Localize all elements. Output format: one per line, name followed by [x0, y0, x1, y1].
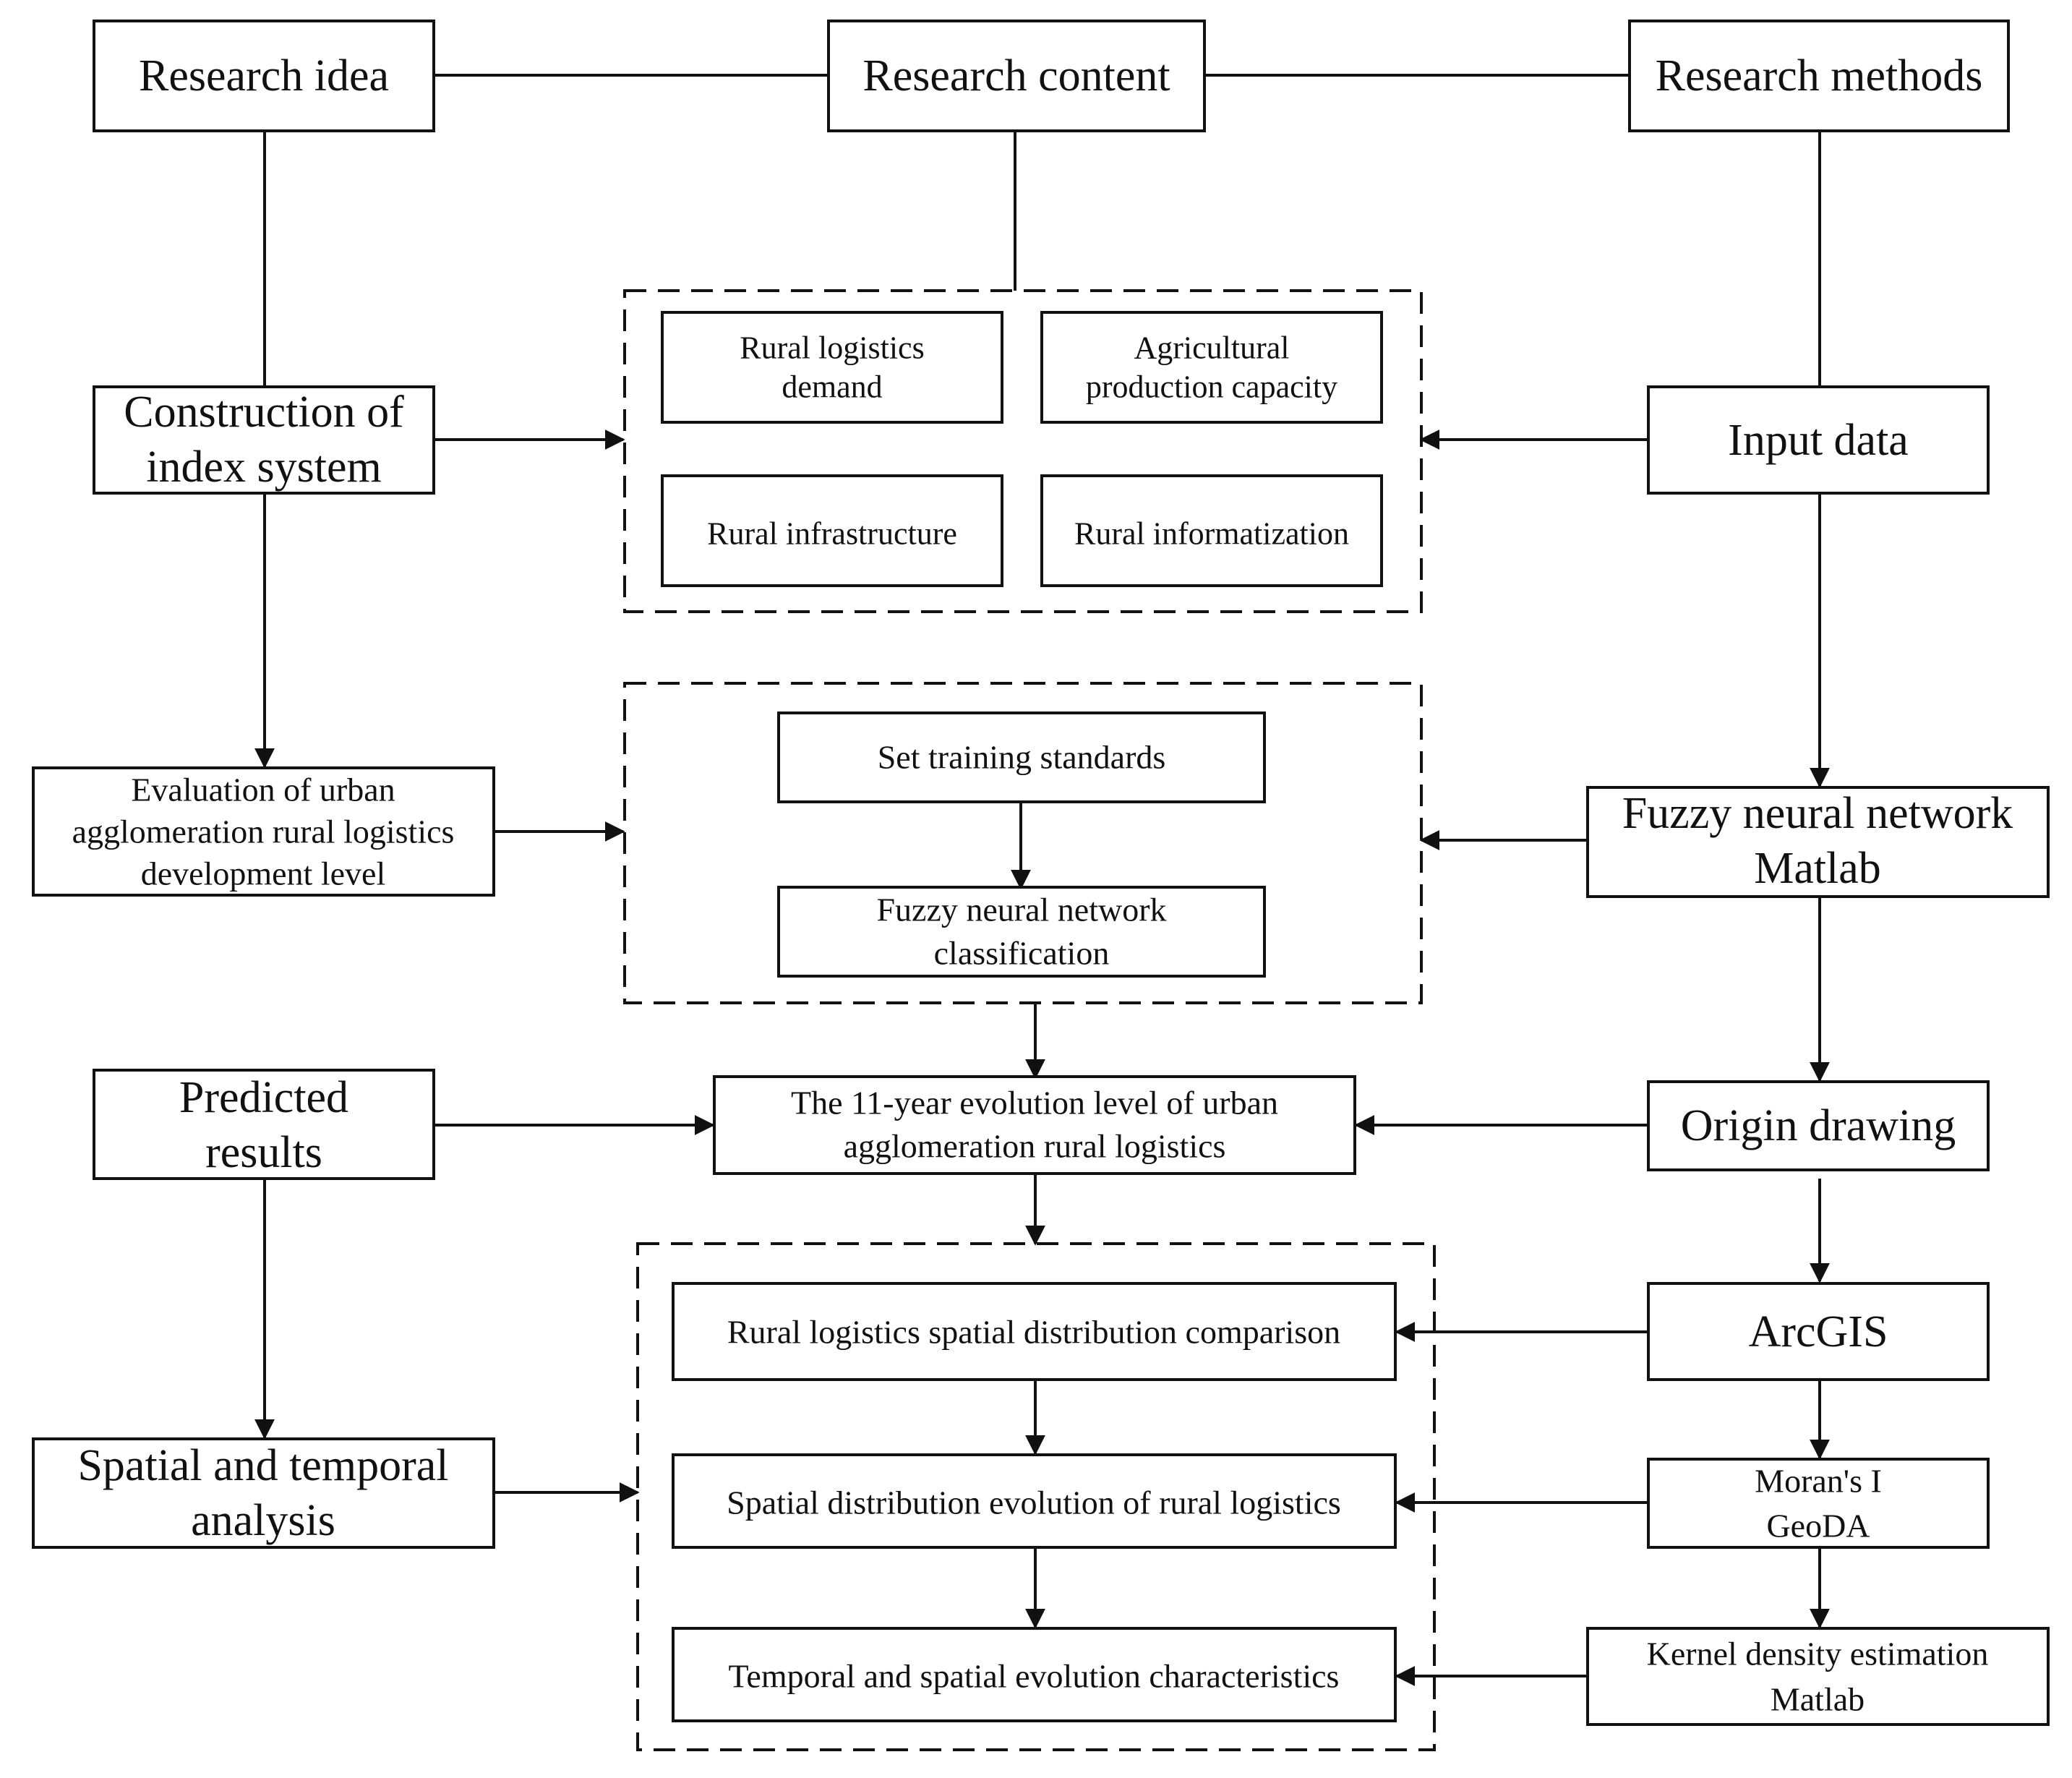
agri-label-line2: production capacity: [1086, 369, 1337, 405]
fnn-class-label-line1: Fuzzy neural network: [876, 892, 1166, 928]
spatial-comparison-box: Rural logistics spatial distribution com…: [672, 1282, 1397, 1381]
fuzzy-matlab-line2: Matlab: [1754, 844, 1881, 893]
spatial-temporal-label-line2: analysis: [191, 1496, 335, 1545]
evolution-characteristics-box: Temporal and spatial evolution character…: [672, 1627, 1397, 1722]
rural-informatization-box: Rural informatization: [1040, 474, 1383, 587]
evolution-level-line2: agglomeration rural logistics: [844, 1128, 1226, 1165]
fnn-classification-box: Fuzzy neural network classification: [777, 886, 1266, 978]
set-training-box: Set training standards: [777, 711, 1266, 803]
index-system-group: [623, 289, 1423, 613]
spatial-evolution-label: Spatial distribution evolution of rural …: [727, 1484, 1341, 1521]
fuzzy-matlab-box: Fuzzy neural network Matlab: [1586, 786, 2050, 898]
demand-label-line1: Rural logistics: [740, 330, 924, 366]
set-training-label: Set training standards: [878, 739, 1166, 776]
evaluation-label-line1: Evaluation of urban: [131, 772, 395, 808]
construction-label-line1: Construction of: [124, 388, 404, 437]
fuzzy-matlab-line1: Fuzzy neural network: [1622, 789, 2013, 838]
kernel-density-box: Kernel density estimation Matlab: [1586, 1627, 2050, 1726]
comparison-label: Rural logistics spatial distribution com…: [727, 1314, 1340, 1351]
agricultural-capacity-box: Agricultural production capacity: [1040, 311, 1383, 424]
infra-label: Rural infrastructure: [707, 516, 957, 552]
origin-drawing-box: Origin drawing: [1647, 1080, 1990, 1171]
kernel-label-line2: Matlab: [1771, 1681, 1865, 1718]
morans-label-line2: GeoDA: [1766, 1508, 1870, 1544]
arcgis-box: ArcGIS: [1647, 1282, 1990, 1381]
evaluation-label-line2: agglomeration rural logistics: [72, 813, 455, 850]
kernel-label-line1: Kernel density estimation: [1647, 1636, 1989, 1672]
evaluation-label-line3: development level: [141, 855, 386, 892]
construction-box: Construction of index system: [93, 385, 435, 495]
predicted-label-line2: results: [205, 1128, 322, 1177]
research-content-box: Research content: [827, 20, 1206, 132]
evolution-level-box: The 11-year evolution level of urban agg…: [713, 1075, 1356, 1175]
rural-infrastructure-box: Rural infrastructure: [661, 474, 1003, 587]
predicted-label-line1: Predicted: [179, 1073, 348, 1122]
research-idea-label: Research idea: [139, 51, 389, 101]
evaluation-box: Evaluation of urban agglomeration rural …: [32, 766, 495, 897]
research-content-label: Research content: [862, 51, 1170, 101]
construction-label-line2: index system: [146, 443, 381, 492]
spatial-temporal-label-line1: Spatial and temporal: [77, 1441, 448, 1490]
rural-logistics-demand-box: Rural logistics demand: [661, 311, 1003, 424]
morans-label-line1: Moran's I: [1755, 1463, 1882, 1500]
connectors: [254, 74, 1830, 1686]
fuzzy-classification-group: [623, 682, 1423, 1004]
spatial-evolution-box: Spatial distribution evolution of rural …: [672, 1453, 1397, 1549]
spatial-analysis-group: [636, 1242, 1436, 1751]
research-methods-box: Research methods: [1628, 20, 2010, 132]
input-data-box: Input data: [1647, 385, 1990, 495]
origin-label: Origin drawing: [1681, 1101, 1956, 1150]
morans-box: Moran's I GeoDA: [1647, 1458, 1990, 1549]
spatial-temporal-box: Spatial and temporal analysis: [32, 1437, 495, 1549]
demand-label-line2: demand: [782, 369, 882, 405]
predicted-results-box: Predicted results: [93, 1069, 435, 1180]
evolution-level-line1: The 11-year evolution level of urban: [791, 1085, 1278, 1121]
info-label: Rural informatization: [1074, 516, 1349, 552]
arcgis-label: ArcGIS: [1749, 1307, 1888, 1356]
agri-label-line1: Agricultural: [1134, 330, 1289, 366]
characteristics-label: Temporal and spatial evolution character…: [729, 1658, 1340, 1695]
fnn-class-label-line2: classification: [934, 935, 1110, 972]
research-idea-box: Research idea: [93, 20, 435, 132]
input-data-label: Input data: [1728, 416, 1909, 465]
research-methods-label: Research methods: [1656, 51, 1983, 101]
